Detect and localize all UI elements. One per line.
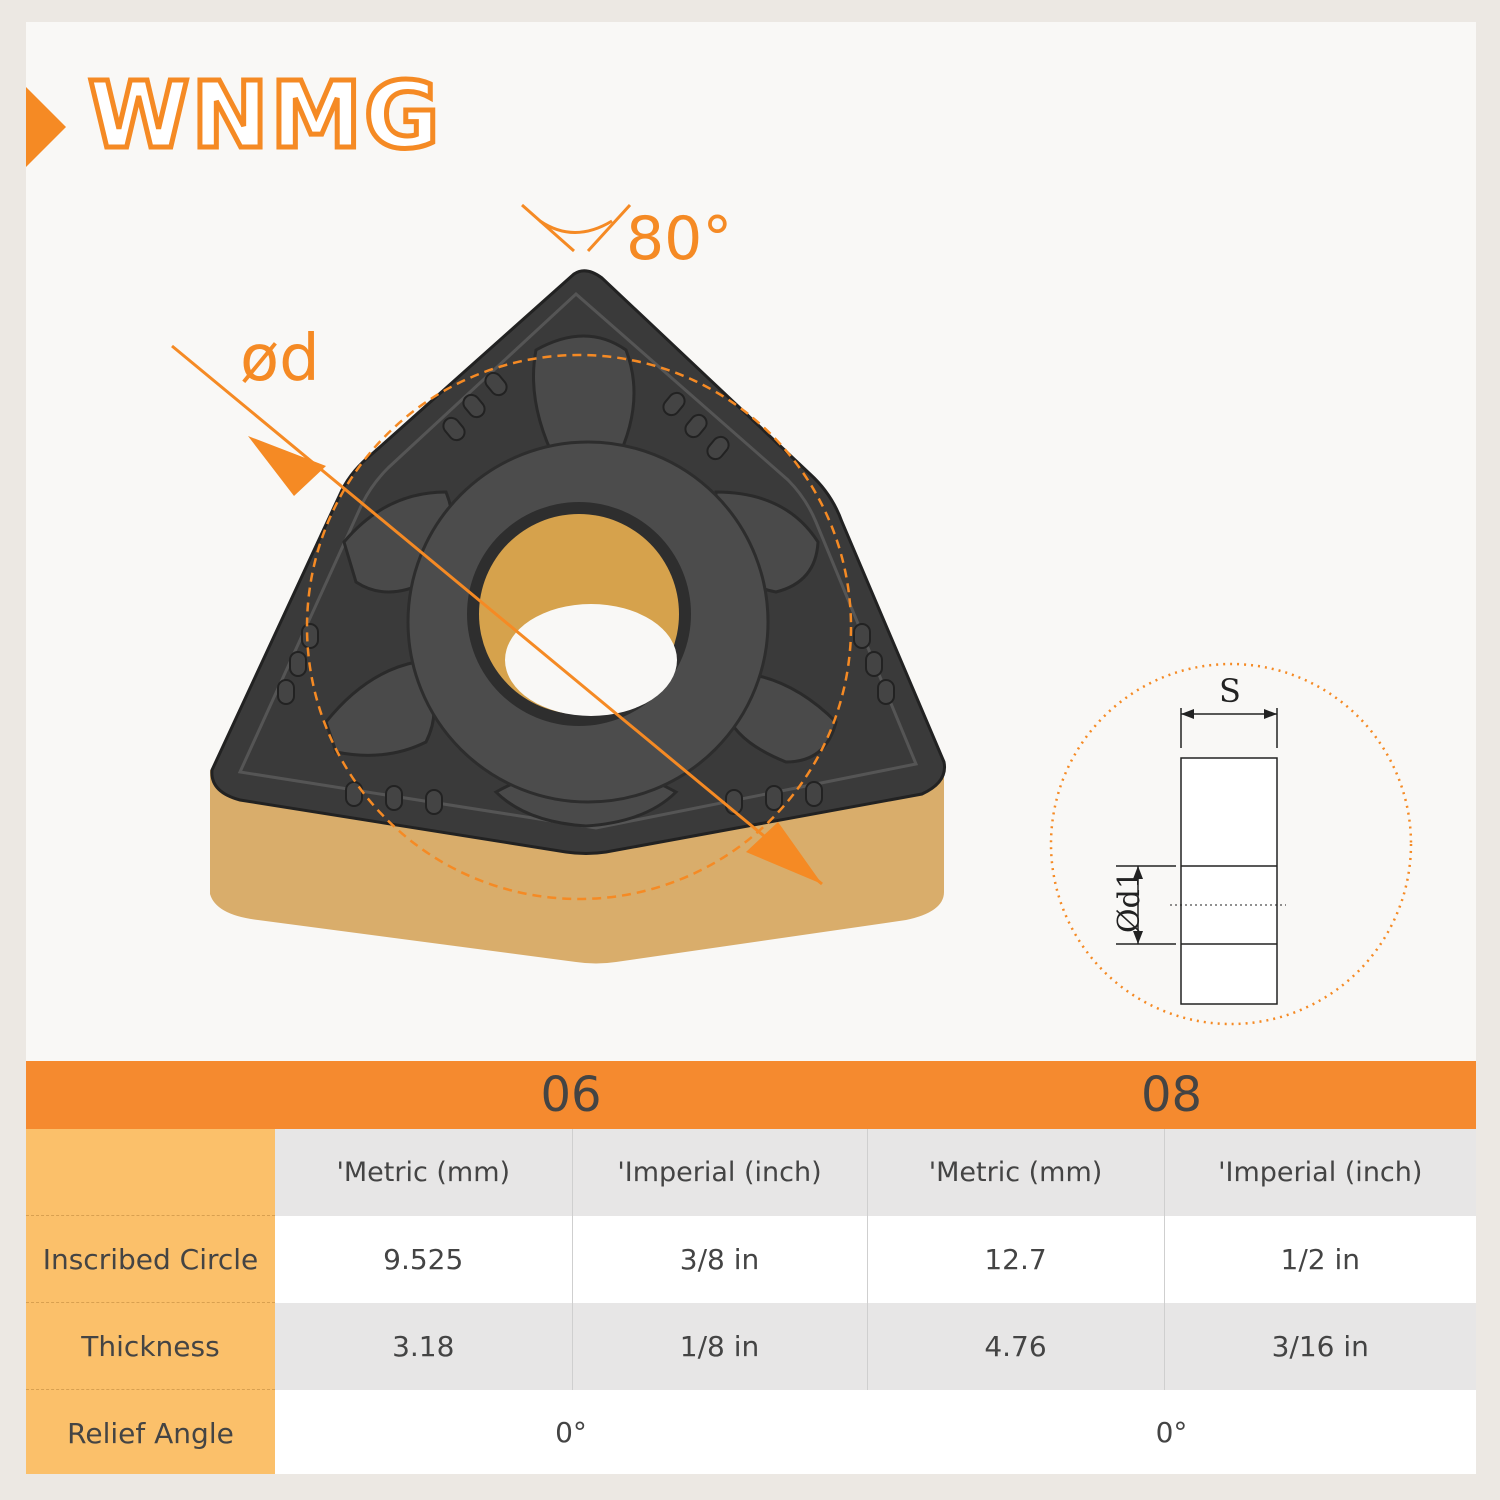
page-title: WNMG xyxy=(86,62,443,169)
title-arrow-icon xyxy=(26,87,66,167)
product-card: WNMG xyxy=(26,22,1476,1474)
table-cell: 3/16 in xyxy=(1163,1302,1476,1390)
table-corner-sub xyxy=(26,1129,275,1216)
thickness-s-label: S xyxy=(1219,672,1241,710)
table-row: Thickness 3.18 1/8 in 4.76 3/16 in xyxy=(26,1302,1476,1390)
row-label: Thickness xyxy=(26,1302,275,1390)
table-cell: 9.525 xyxy=(275,1215,572,1303)
group-06: 06 xyxy=(275,1061,868,1129)
unit-cell: 'Imperial (inch) xyxy=(1163,1129,1476,1216)
insert-illustration xyxy=(171,203,1413,1026)
row-label: Inscribed Circle xyxy=(26,1215,275,1303)
table-group-header: 06 08 xyxy=(26,1061,1476,1129)
table-unit-header: 'Metric (mm) 'Imperial (inch) 'Metric (m… xyxy=(26,1129,1476,1216)
diameter-label: ød xyxy=(240,322,320,396)
hole-d1-label: Ød1 xyxy=(1111,870,1147,933)
group-08: 08 xyxy=(867,1061,1476,1129)
spec-table: 06 08 'Metric (mm) 'Imperial (inch) 'Met… xyxy=(26,1061,1476,1474)
table-corner xyxy=(26,1061,275,1129)
table-row: Inscribed Circle 9.525 3/8 in 12.7 1/2 i… xyxy=(26,1215,1476,1303)
unit-cell: 'Imperial (inch) xyxy=(571,1129,868,1216)
angle-indicator xyxy=(521,203,632,253)
dimples xyxy=(277,371,895,815)
table-cell: 3.18 xyxy=(275,1302,572,1390)
table-cell: 3/8 in xyxy=(571,1215,868,1303)
table-row: Relief Angle 0° 0° xyxy=(26,1389,1476,1474)
side-view-diagram xyxy=(1049,662,1413,1026)
table-cell: 0° xyxy=(275,1389,868,1474)
table-cell: 4.76 xyxy=(866,1302,1165,1390)
angle-label: 80° xyxy=(626,204,733,274)
table-cell: 12.7 xyxy=(866,1215,1165,1303)
table-cell: 1/2 in xyxy=(1163,1215,1476,1303)
row-label: Relief Angle xyxy=(26,1389,275,1474)
inscribed-circle-dashed xyxy=(305,353,853,901)
table-cell: 0° xyxy=(867,1389,1476,1474)
unit-cell: 'Metric (mm) xyxy=(275,1129,572,1216)
unit-cell: 'Metric (mm) xyxy=(866,1129,1165,1216)
table-cell: 1/8 in xyxy=(571,1302,868,1390)
diameter-arrow xyxy=(171,344,823,886)
